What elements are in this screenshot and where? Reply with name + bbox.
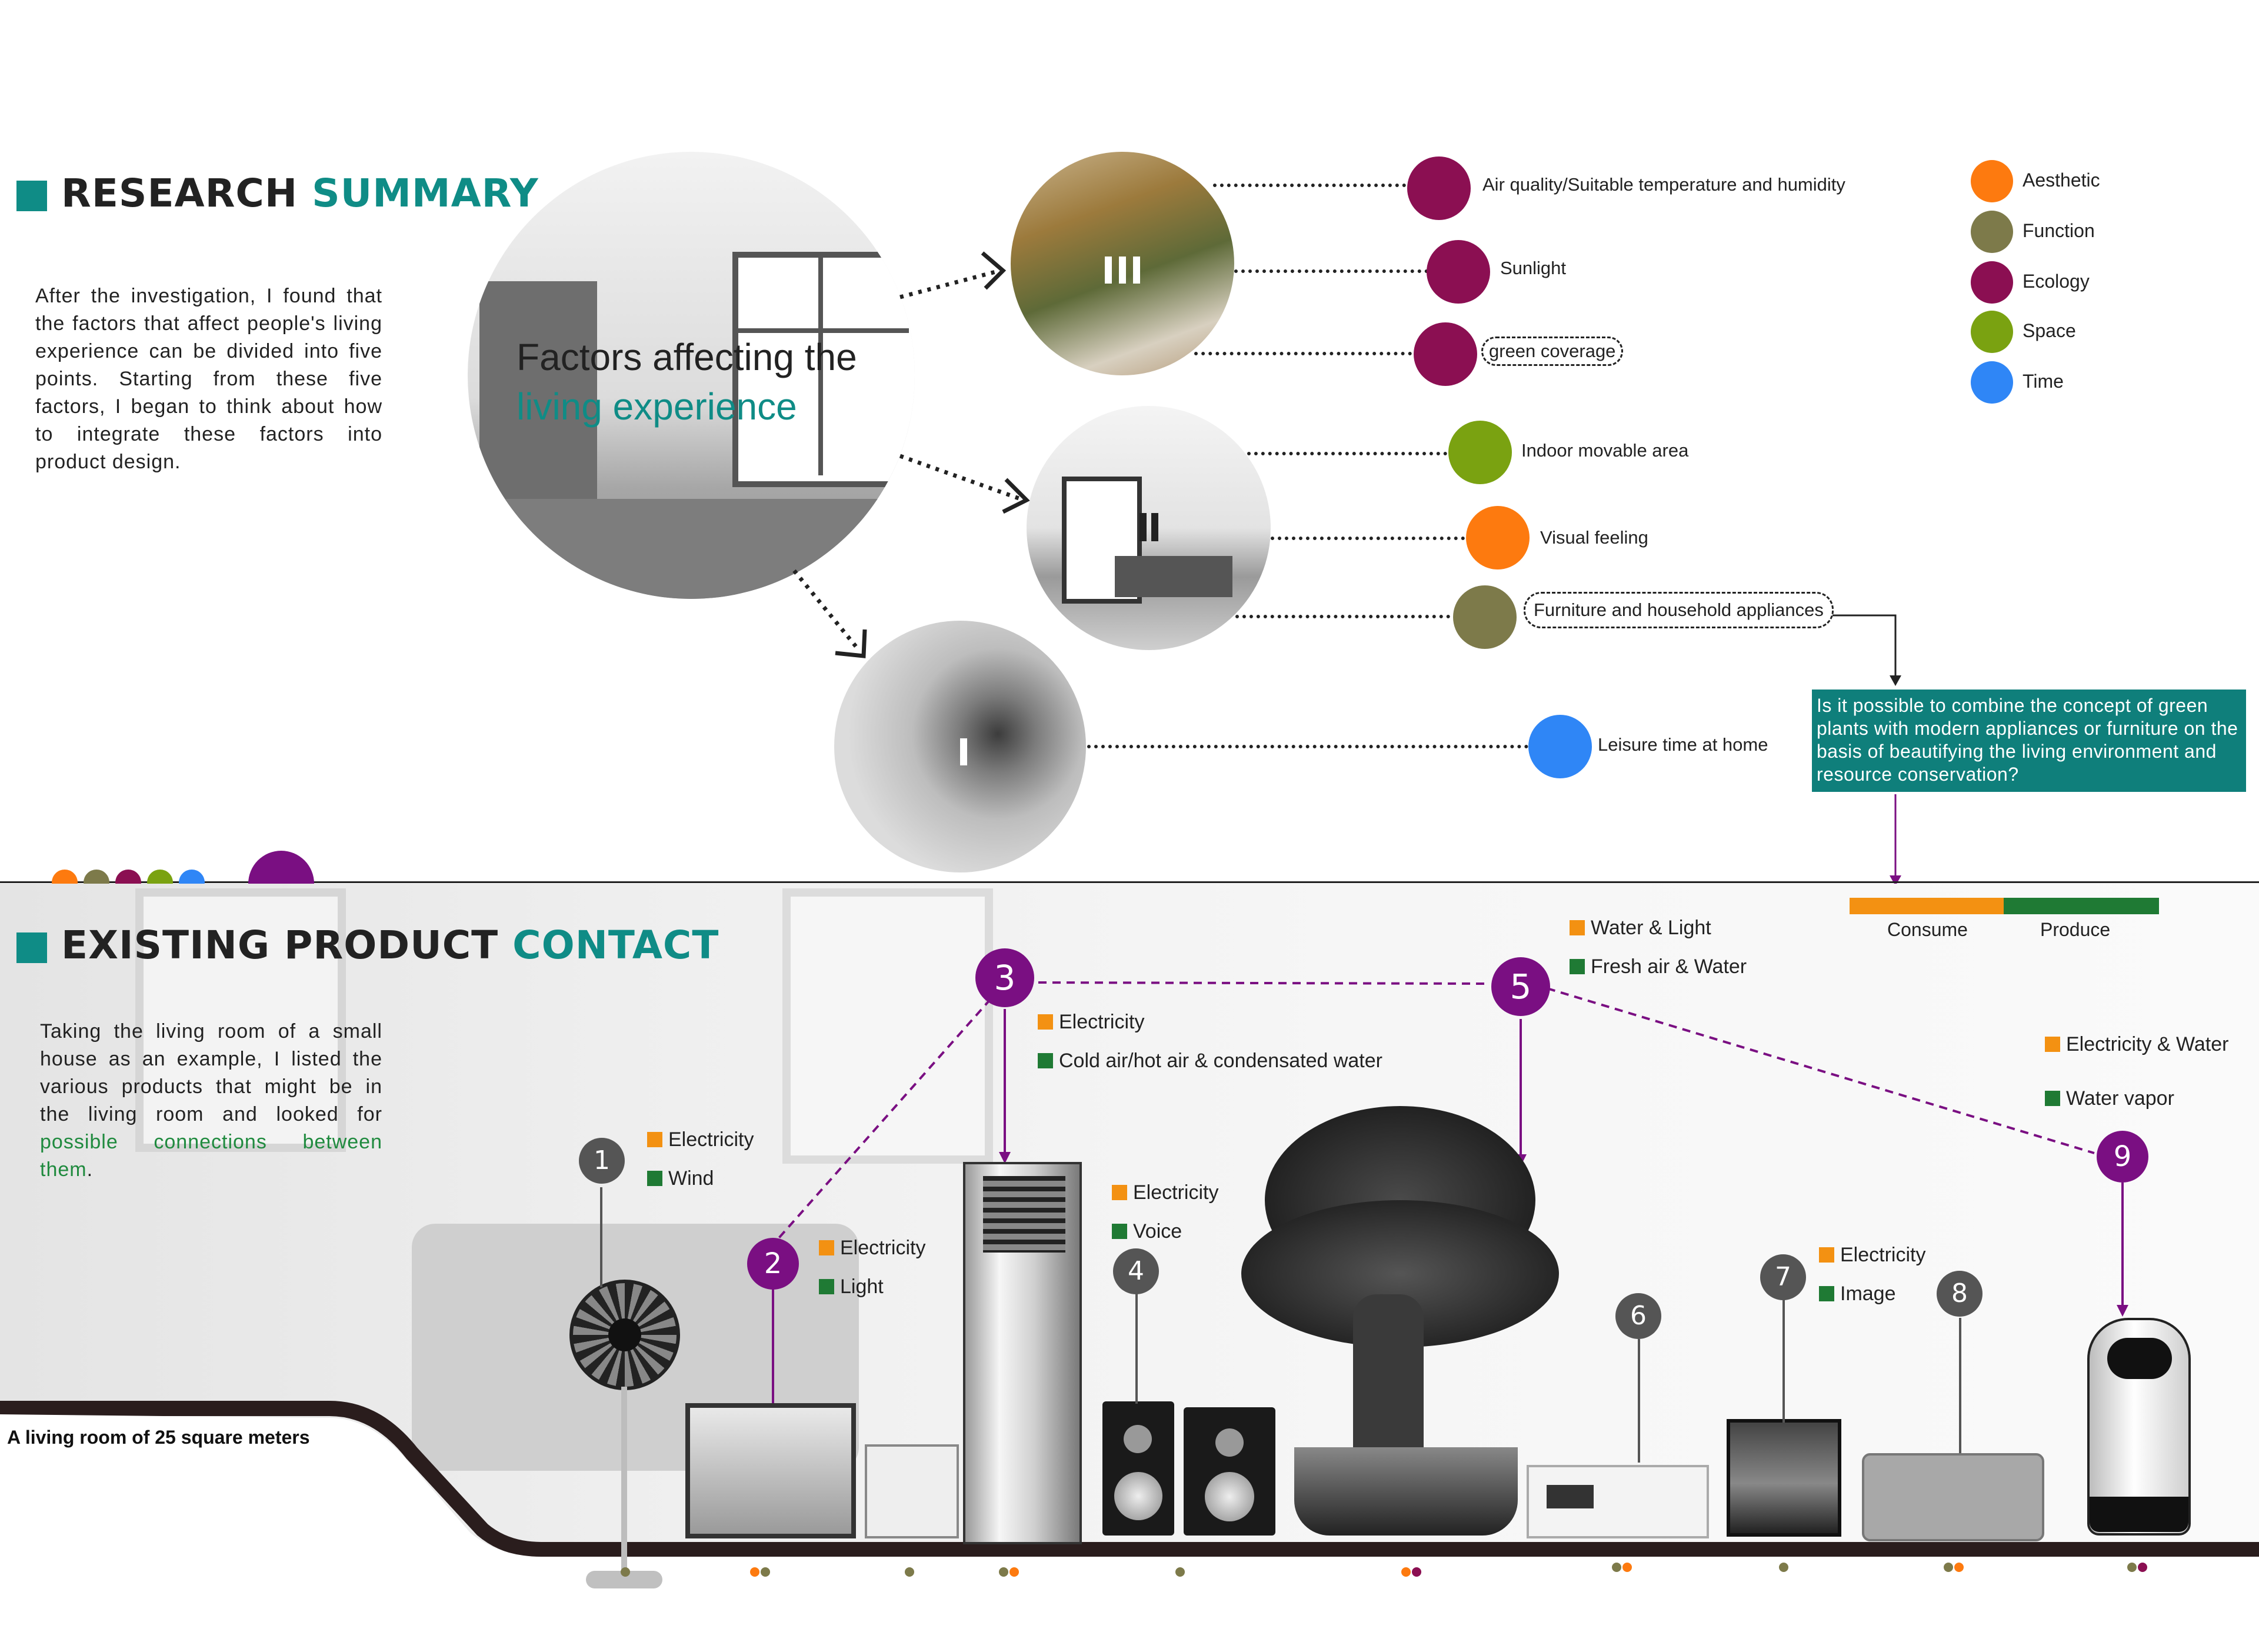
produce-bar <box>2004 898 2159 914</box>
ecology-dot <box>1407 156 1471 220</box>
title-square-icon <box>16 180 47 211</box>
legend-space: Space <box>2023 320 2076 341</box>
legend-ecology: Ecology <box>2023 271 2090 292</box>
existing-contact-title: EXISTING PRODUCT CONTACT <box>16 922 719 968</box>
consume-label: Consume <box>1887 919 1968 940</box>
category-dot <box>750 1567 759 1577</box>
marker-8[interactable]: 8 <box>1937 1271 1983 1317</box>
window-ac-unit <box>865 1444 959 1538</box>
tag-7-consume: Electricity <box>1819 1244 1925 1267</box>
marker-4[interactable]: 4 <box>1113 1248 1159 1294</box>
category-dot <box>999 1567 1008 1577</box>
floor-line <box>0 1401 2259 1571</box>
ecology-dot <box>1427 240 1490 304</box>
factor-sunlight: Sunlight <box>1500 258 1567 278</box>
living-room-photo <box>468 152 915 599</box>
connector-arrows <box>792 251 1901 886</box>
factor-indoor-area: Indoor movable area <box>1521 440 1689 461</box>
legend-aesthetic-dot <box>1971 160 2013 202</box>
category-dot <box>905 1567 914 1577</box>
question-box: Is it possible to combine the concept of… <box>1812 690 2246 792</box>
lamp-icon[interactable] <box>685 1403 856 1538</box>
humidifier-icon[interactable] <box>2087 1318 2191 1536</box>
category-dot <box>1009 1567 1019 1577</box>
tag-1-consume: Electricity <box>647 1128 754 1151</box>
marker-3[interactable]: 3 <box>975 948 1034 1007</box>
pause-icon <box>960 738 967 765</box>
category-dot <box>2138 1563 2147 1572</box>
marker-5[interactable]: 5 <box>1491 957 1550 1016</box>
tag-5-consume: Water & Light <box>1570 917 1711 940</box>
category-dot <box>1412 1567 1421 1577</box>
category-dot <box>1175 1567 1185 1577</box>
coffee-table-icon[interactable] <box>1527 1465 1709 1538</box>
consume-bar <box>1850 898 2004 914</box>
bonsai-icon[interactable] <box>1241 1106 1559 1547</box>
category-dot <box>1622 1563 1632 1572</box>
air-conditioner-icon[interactable] <box>963 1162 1082 1544</box>
tag-5-produce: Fresh air & Water <box>1570 955 1747 978</box>
speaker-icon[interactable] <box>1102 1401 1174 1536</box>
tag-4-consume: Electricity <box>1112 1181 1218 1204</box>
function-dot <box>1453 585 1517 649</box>
ecology-dot <box>1414 322 1477 386</box>
speaker-icon[interactable] <box>1184 1407 1275 1536</box>
legend-function: Function <box>2023 220 2095 241</box>
produce-label: Produce <box>2040 919 2111 940</box>
marker-7[interactable]: 7 <box>1760 1254 1806 1300</box>
aesthetic-dot <box>1466 506 1530 569</box>
space-dot <box>1448 421 1512 484</box>
time-dot <box>1528 715 1592 778</box>
category-dot <box>621 1567 630 1577</box>
marker-1[interactable]: 1 <box>579 1138 625 1184</box>
legend-ecology-dot <box>1971 261 2013 304</box>
pause-icon <box>1140 513 1147 541</box>
factor-green-coverage: green coverage <box>1481 337 1624 366</box>
category-dot <box>761 1567 770 1577</box>
factor-visual-feeling: Visual feeling <box>1540 527 1648 548</box>
marker-9[interactable]: 9 <box>2097 1131 2148 1183</box>
legend-aesthetic: Aesthetic <box>2023 169 2100 191</box>
tag-9-produce: Water vapor <box>2045 1087 2174 1110</box>
tv-icon[interactable] <box>1727 1419 1841 1537</box>
window-shape <box>732 252 915 487</box>
autumn-path-photo <box>1011 152 1234 375</box>
center-title: Factors affecting the living experience <box>517 336 857 428</box>
tag-3-consume: Electricity <box>1038 1011 1144 1034</box>
research-summary-title: RESEARCH SUMMARY <box>16 171 539 216</box>
tag-7-produce: Image <box>1819 1283 1896 1305</box>
tag-2-consume: Electricity <box>819 1237 925 1260</box>
existing-paragraph: Taking the living room of a small house … <box>40 1020 382 1181</box>
room-label: A living room of 25 square meters <box>7 1427 310 1448</box>
section-divider <box>0 881 2259 883</box>
contact-connections <box>767 981 2128 1425</box>
title-square-icon <box>16 932 47 963</box>
category-dot <box>2127 1563 2137 1572</box>
factor-leisure-time: Leisure time at home <box>1598 734 1768 755</box>
tag-1-produce: Wind <box>647 1167 714 1190</box>
pause-icon <box>1105 257 1112 284</box>
category-dot <box>1612 1563 1621 1572</box>
interior-photo <box>1027 406 1271 650</box>
tag-3-produce: Cold air/hot air & condensated water <box>1038 1050 1382 1073</box>
sofa-icon[interactable] <box>1862 1453 2044 1541</box>
tag-2-produce: Light <box>819 1275 884 1298</box>
research-paragraph: After the investigation, I found that th… <box>35 285 382 473</box>
tag-4-produce: Voice <box>1112 1220 1182 1243</box>
legend-function-dot <box>1971 211 2013 253</box>
legend-space-dot <box>1971 311 2013 353</box>
category-dot <box>1779 1563 1788 1572</box>
category-dot <box>1954 1563 1964 1572</box>
category-dot <box>1944 1563 1953 1572</box>
category-dot <box>1401 1567 1411 1577</box>
tag-9-consume: Electricity & Water <box>2045 1033 2228 1056</box>
person-motion-photo <box>834 621 1086 872</box>
marker-2[interactable]: 2 <box>747 1238 799 1290</box>
legend-time-dot <box>1971 361 2013 404</box>
factor-furniture: Furniture and household appliances <box>1524 592 1834 628</box>
legend-time: Time <box>2023 371 2064 392</box>
marker-6[interactable]: 6 <box>1615 1293 1661 1339</box>
factor-air-quality: Air quality/Suitable temperature and hum… <box>1482 174 1845 195</box>
